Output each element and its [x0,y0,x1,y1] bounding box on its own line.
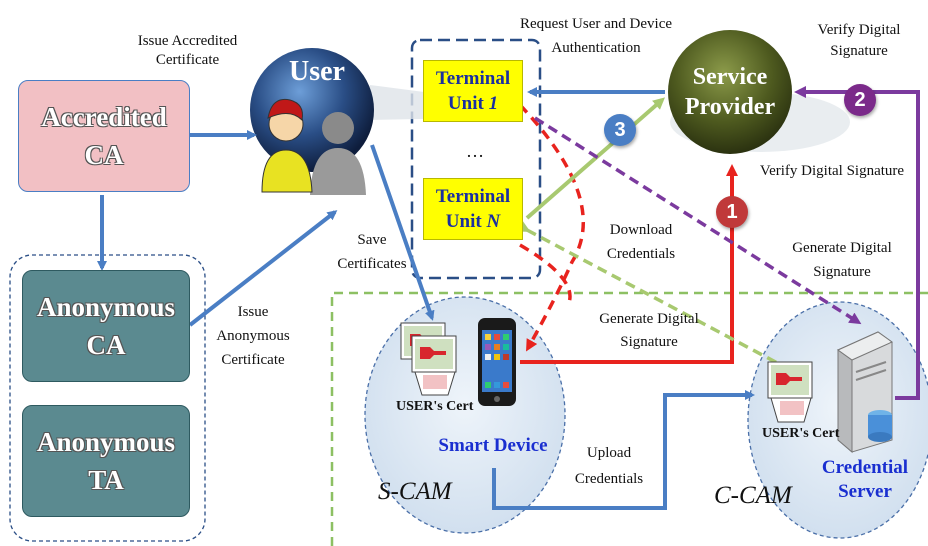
user-label: User [289,56,345,87]
terminal-unit-n-index: N [486,211,501,232]
user-cert-label-device: USER's Cert [396,399,474,414]
arrow-terminal-to-sp [525,97,666,220]
label-verify-signature-mid: Verify Digital Signature [759,163,905,179]
step-2-badge: 2 [844,84,876,116]
step-3-badge: 3 [604,114,636,146]
service-provider-label: Service Provider [684,64,776,120]
arrow-terminal1-to-device [518,103,586,352]
label-issue-anonymous: Issue Anonymous Certificate [216,304,290,368]
anonymous-ta-box: Anonymous TA [22,405,190,517]
arrow-terminalN-to-device [519,243,572,306]
terminal-unit-n: Terminal Unit N [423,178,523,240]
arrow-upload-credentials [492,390,755,510]
arrow-issue-anonymous [188,210,338,327]
arrow-save-certificates [370,144,435,321]
user-people-icon [261,98,366,195]
label-save-certificates: Save Certificates [337,232,407,272]
s-cam-label: S-CAM [378,478,452,505]
arrow-download-credentials [517,220,801,377]
label-issue-accredited: Issue Accredited Certificate [137,33,238,68]
credential-server-label: Credential Server [821,457,909,502]
label-download-credentials: Download Credentials [606,222,676,262]
arrow-device-to-sp [520,164,738,364]
terminal-unit-1-label: Terminal Unit [435,68,511,114]
smartphone-icon [478,318,516,406]
zone-separator [330,291,928,546]
terminal-ellipsis: … [466,141,484,161]
step-1-badge: 1 [716,196,748,228]
terminal-unit-1: Terminal Unit 1 [423,60,523,122]
certificate-icon-device [400,322,457,396]
server-icon [837,331,893,454]
label-request-auth: Request User and Device Authentication [519,16,673,56]
label-verify-signature-top: Verify Digital Signature [817,22,901,59]
anonymous-ca-box: Anonymous CA [22,270,190,382]
certificate-icon-server [767,361,813,423]
smart-device-label: Smart Device [438,435,548,456]
label-generate-signature-server: Generate Digital Signature [792,240,892,280]
terminal-group-border [410,38,542,280]
terminal-unit-n-label: Terminal Unit [435,186,511,232]
c-cam-label: C-CAM [714,482,792,509]
user-cert-label-server: USER's Cert [762,426,840,441]
label-generate-signature-device: Generate Digital Signature [599,311,699,350]
accredited-ca-box: Accredited CA [18,80,190,192]
service-provider-circle [668,30,792,154]
label-upload-credentials: Upload Credentials [574,445,644,487]
arrow-generate-sig-server [534,116,862,325]
terminal-unit-1-index: 1 [488,93,499,114]
